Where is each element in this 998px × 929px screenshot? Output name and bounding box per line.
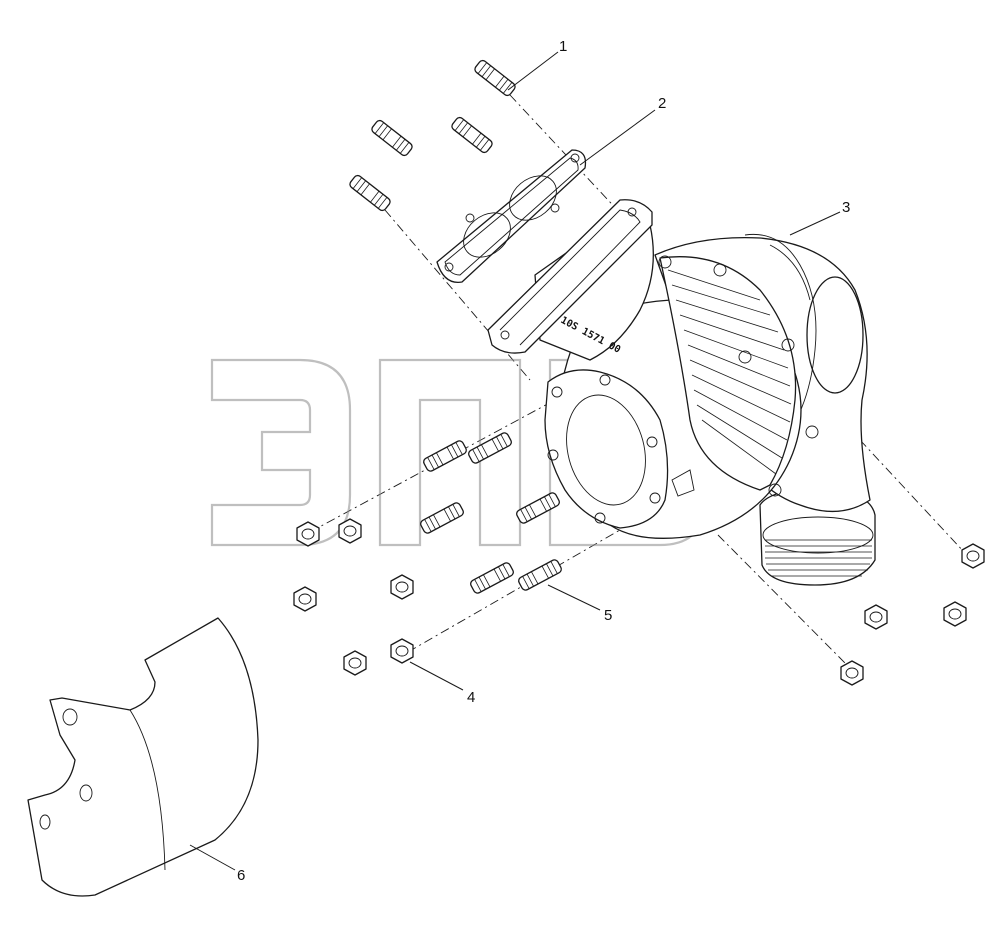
nut-4: [390, 574, 414, 600]
stud-top-4: [349, 174, 391, 212]
nut-5: [343, 650, 367, 676]
callout-1: 1: [559, 38, 567, 55]
nut-1: [296, 521, 320, 547]
axis-nut-right-lower: [717, 534, 851, 669]
nut-6: [390, 638, 414, 664]
outlet-flange: [544, 369, 669, 529]
leader-1: [507, 51, 559, 91]
nut-10: [840, 660, 864, 686]
axis-nut-right-upper: [859, 439, 966, 554]
nut-3: [293, 586, 317, 612]
callout-4: 4: [467, 689, 475, 706]
callout-6: 6: [237, 867, 245, 884]
leader-4: [409, 661, 464, 691]
leader-5: [547, 584, 601, 611]
leader-6: [189, 844, 236, 871]
stud-top-3: [451, 116, 493, 154]
stud-mid-6: [518, 559, 562, 591]
turbocharger: 10S 1571 00: [487, 199, 876, 586]
watermark-letter-e: [210, 358, 352, 547]
leader-lines: [189, 51, 841, 871]
callout-2: 2: [658, 95, 666, 112]
callout-3: 3: [842, 199, 850, 216]
nut-7: [961, 543, 985, 569]
stud-mid-4: [516, 492, 560, 524]
heat-shield: [27, 617, 259, 897]
nut-9: [943, 601, 967, 627]
watermark-letter-p: [378, 358, 522, 547]
stud-mid-3: [420, 502, 464, 534]
leader-3: [789, 211, 841, 236]
gasket: [436, 149, 587, 283]
axis-nut-lower: [407, 529, 621, 653]
leader-2: [579, 109, 656, 166]
stud-mid-2: [468, 432, 512, 464]
nut-2: [338, 518, 362, 544]
stud-mid-5: [470, 562, 514, 594]
inlet-flange: [487, 199, 653, 354]
callout-labels: 1 2 3 4 5 6: [237, 38, 850, 884]
nut-8: [864, 604, 888, 630]
stud-top-2: [371, 119, 413, 157]
callout-5: 5: [604, 607, 612, 624]
stud-top-1: [474, 59, 516, 97]
stud-mid-1: [423, 440, 467, 472]
center-ribbed-section: [659, 256, 797, 491]
